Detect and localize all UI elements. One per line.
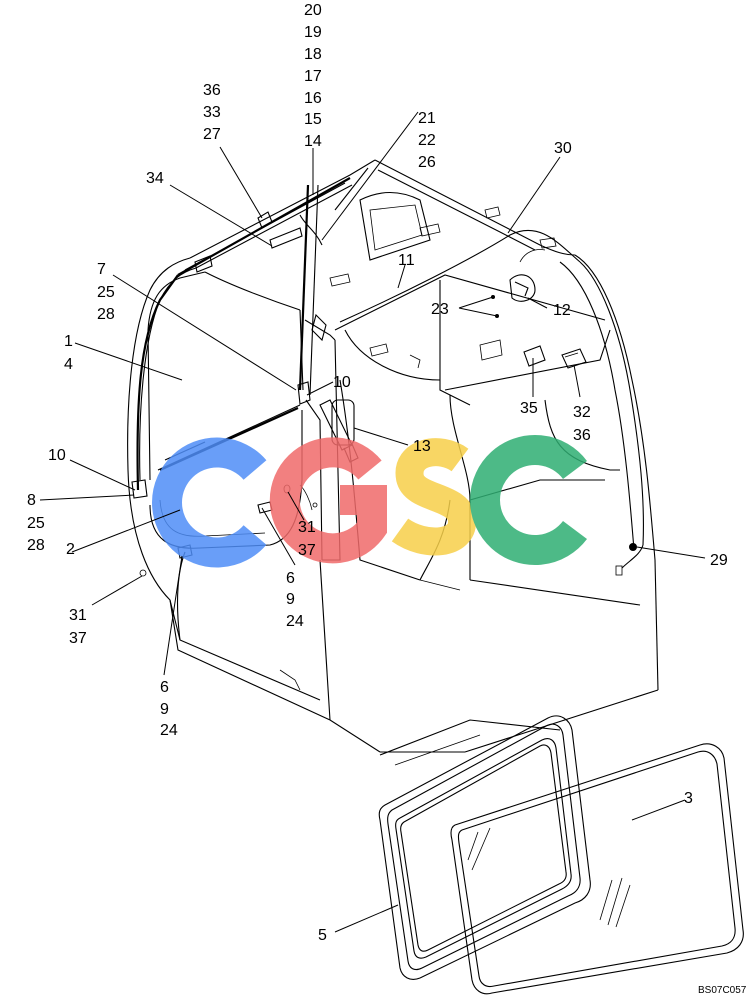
callout-5: 5: [318, 927, 327, 944]
callout-18: 18: [304, 46, 322, 63]
callout-11: 11: [398, 252, 415, 269]
callout-30: 30: [554, 140, 572, 157]
callout-9-a: 9: [286, 591, 295, 608]
callout-10-a: 10: [333, 374, 351, 391]
callout-34: 34: [146, 170, 164, 187]
callout-14: 14: [304, 133, 322, 150]
callout-37-b: 37: [69, 630, 87, 647]
callout-25: 25: [97, 284, 115, 301]
callout-32: 32: [573, 404, 591, 421]
callout-31-a: 31: [298, 519, 316, 536]
callout-12: 12: [553, 302, 571, 319]
callout-24-a: 24: [286, 613, 304, 630]
callout-26: 26: [418, 154, 436, 171]
callout-27: 27: [203, 126, 221, 143]
callout-8: 8: [27, 492, 36, 509]
callout-7: 7: [97, 261, 106, 278]
leader-lines: [39, 111, 706, 933]
callout-22: 22: [418, 132, 436, 149]
watermark-letter-g: [269, 437, 387, 564]
callout-6-b: 6: [160, 679, 169, 696]
watermark-letter-c1: [152, 437, 267, 568]
callout-15: 15: [304, 111, 322, 128]
callout-17: 17: [304, 68, 322, 85]
callout-10-b: 10: [48, 447, 66, 464]
callout-31-b: 31: [69, 607, 87, 624]
watermark-letter-c2: [470, 435, 587, 565]
callout-35: 35: [520, 400, 538, 417]
callout-20: 20: [304, 2, 322, 19]
callout-4: 4: [64, 356, 73, 373]
callout-28-b: 28: [27, 537, 45, 554]
callout-33: 33: [203, 104, 221, 121]
callout-13: 13: [413, 438, 431, 455]
callout-23: 23: [431, 301, 449, 318]
diagram-code: BS07C057: [698, 985, 747, 996]
callout-2: 2: [66, 541, 75, 558]
callout-19: 19: [304, 24, 322, 41]
callout-9-b: 9: [160, 701, 169, 718]
callout-37-a: 37: [298, 542, 316, 559]
callout-16: 16: [304, 90, 322, 107]
components: [131, 177, 644, 577]
callout-24-b: 24: [160, 722, 178, 739]
watermark-letter-s: [391, 438, 476, 556]
callout-labels: 1 4 7 25 28 20 19 18 17 16 15 14 36 33 2…: [27, 2, 747, 996]
callout-36-top: 36: [203, 82, 221, 99]
callout-29: 29: [710, 552, 728, 569]
callout-25-b: 25: [27, 515, 45, 532]
callout-3: 3: [684, 790, 693, 807]
callout-6-a: 6: [286, 570, 295, 587]
callout-1: 1: [64, 333, 73, 350]
watermark: [152, 435, 587, 568]
callout-28: 28: [97, 306, 115, 323]
window-seal-assembly: [378, 715, 744, 995]
callout-21: 21: [418, 110, 436, 127]
callout-36: 36: [573, 427, 591, 444]
